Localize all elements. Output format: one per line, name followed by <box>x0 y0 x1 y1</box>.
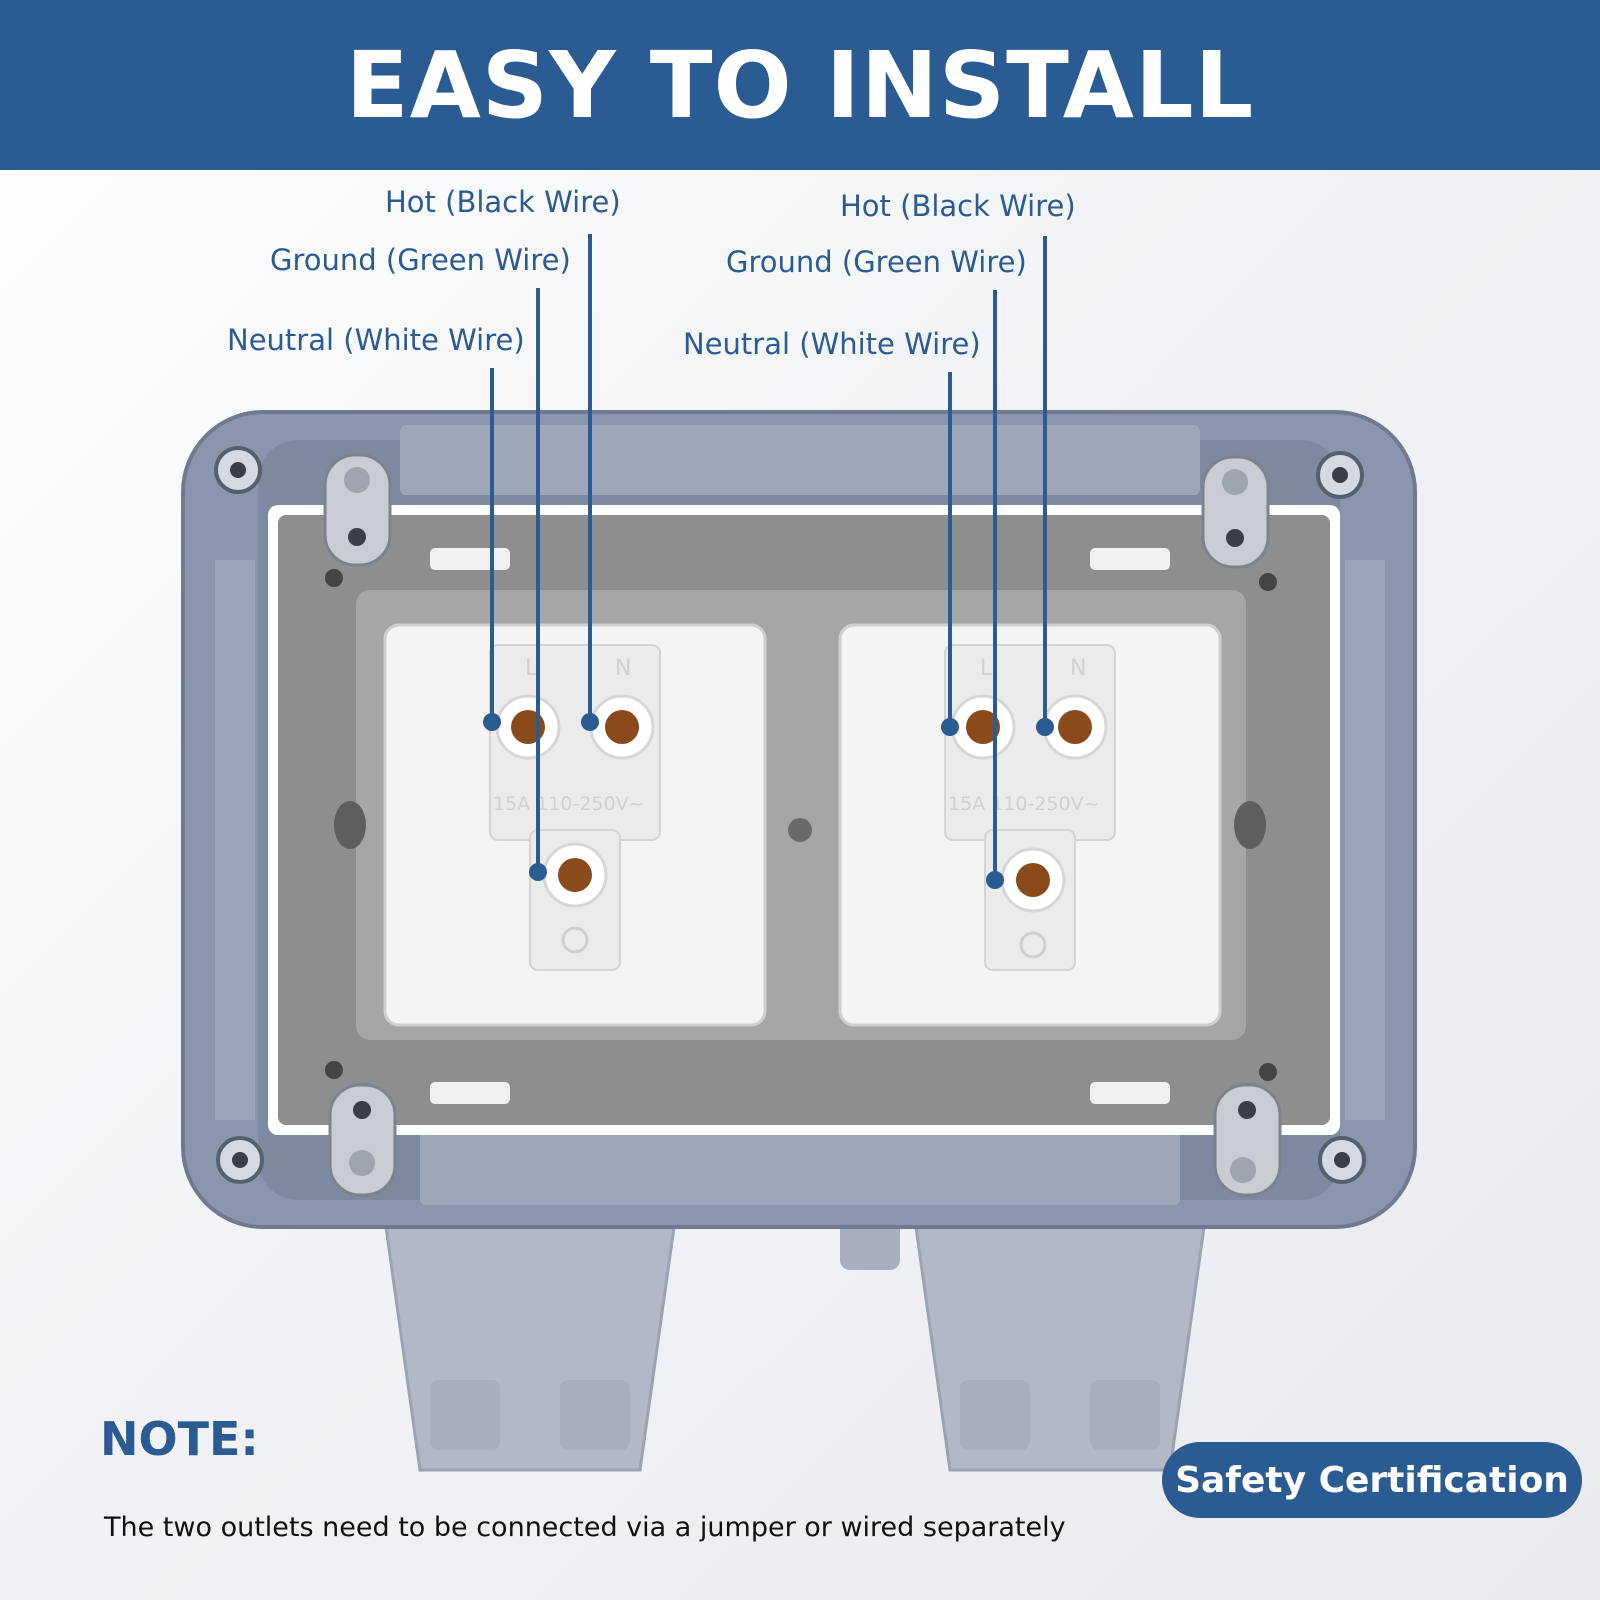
page-title: EASY TO INSTALL <box>345 31 1255 139</box>
label-right-hot: Hot (Black Wire) <box>840 189 1076 223</box>
leader-lines <box>483 234 1054 889</box>
safety-certification-badge: Safety Certification <box>1162 1442 1582 1518</box>
label-left-neutral: Neutral (White Wire) <box>227 323 525 357</box>
mounting-brackets <box>323 453 1282 1197</box>
header-banner: EASY TO INSTALL <box>0 0 1600 170</box>
label-left-ground: Ground (Green Wire) <box>270 243 571 277</box>
rating-text: 15A 110-250V~ <box>948 793 1100 815</box>
outlet-left: L N 15A 110-250V~ <box>383 623 767 1027</box>
label-right-ground: Ground (Green Wire) <box>726 245 1027 279</box>
terminal-letter-n: N <box>1070 656 1086 681</box>
rating-text: 15A 110-250V~ <box>493 793 645 815</box>
outlet-right: L N 15A 110-250V~ <box>838 623 1222 1027</box>
label-right-neutral: Neutral (White Wire) <box>683 327 981 361</box>
note-text: The two outlets need to be connected via… <box>104 1512 1066 1543</box>
terminal-letter-l: L <box>980 656 993 681</box>
lower-covers <box>383 1215 1207 1472</box>
terminal-letter-n: N <box>615 656 631 681</box>
corner-holes <box>214 446 1366 1184</box>
note-title: NOTE: <box>100 1412 259 1466</box>
label-left-hot: Hot (Black Wire) <box>385 185 621 219</box>
terminal-letter-l: L <box>525 656 538 681</box>
